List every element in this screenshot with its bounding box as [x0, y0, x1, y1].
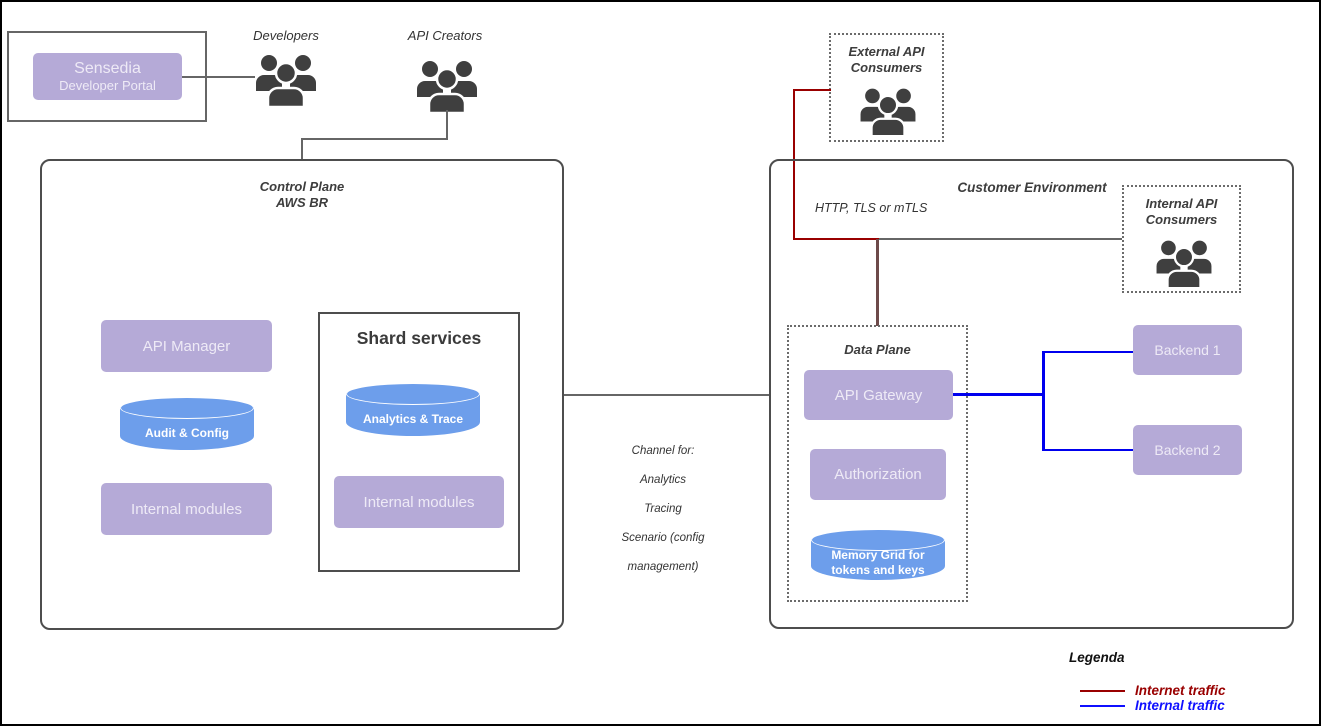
- channel-note-line5: management): [627, 560, 699, 573]
- portal-title: Sensedia: [74, 60, 141, 77]
- internet-line-from-external-consumers: [794, 89, 831, 91]
- internal-modules-box: Internal modules: [101, 483, 272, 535]
- audit-config-label: Audit & Config: [145, 426, 229, 440]
- http-tls-label: HTTP, TLS or mTLS: [815, 201, 928, 215]
- internal-api-consumers-line2: Consumers: [1145, 212, 1218, 227]
- internet-line-vertical: [793, 89, 795, 240]
- analytics-trace-cylinder-top: [346, 383, 480, 405]
- customer-environment-frame: [769, 159, 1294, 629]
- shard-services-title: Shard services: [356, 328, 482, 348]
- audit-config-cylinder-top: [120, 397, 254, 419]
- portal-subtitle: Developer Portal: [59, 78, 156, 93]
- control-plane-frame: [40, 159, 564, 630]
- memory-grid-cylinder: Memory Grid for tokens and keys: [811, 529, 945, 580]
- connector-internal-consumers: [879, 238, 1122, 240]
- channel-note-line2: Analytics: [639, 473, 687, 486]
- api-manager-box: API Manager: [101, 320, 272, 372]
- internal-line-backend1: [1043, 351, 1133, 353]
- external-api-consumers-label: External API Consumers: [831, 44, 942, 76]
- channel-note-line4: Scenario (config: [621, 531, 705, 544]
- connector-portal-developers: [182, 76, 255, 78]
- internal-line-vertical: [1042, 351, 1045, 451]
- internal-api-consumers-label: Internal API Consumers: [1124, 196, 1239, 228]
- data-plane-title: Data Plane: [844, 342, 911, 357]
- developers-label: Developers: [253, 28, 319, 43]
- channel-note-line1: Channel for:: [631, 444, 695, 457]
- legend-internet-label: Internet traffic: [1135, 683, 1226, 698]
- backend1-box: Backend 1: [1133, 325, 1242, 375]
- connector-apicreators-horizontal: [301, 138, 448, 140]
- internal-api-consumers-line1: Internal API: [1145, 196, 1218, 211]
- api-creators-people-icon: [417, 61, 477, 115]
- connector-apicreators-to-controlplane: [301, 138, 303, 160]
- audit-config-cylinder: Audit & Config: [120, 397, 254, 450]
- memory-grid-line1: Memory Grid for: [831, 547, 925, 562]
- control-plane-title-line2: AWS BR: [276, 195, 328, 210]
- legend-internet-swatch: [1080, 690, 1125, 692]
- external-api-consumers-line1: External API: [848, 44, 925, 59]
- api-creators-label: API Creators: [407, 28, 483, 43]
- external-api-consumers-people-icon: [860, 88, 916, 138]
- internet-line-into-dataplane: [876, 239, 879, 326]
- backend2-box: Backend 2: [1133, 425, 1242, 475]
- internet-line-horizontal: [793, 238, 879, 240]
- api-gateway-box: API Gateway: [804, 370, 953, 420]
- analytics-trace-cylinder: Analytics & Trace: [346, 383, 480, 436]
- shard-services-frame: [318, 312, 520, 572]
- memory-grid-cylinder-top: [811, 529, 945, 551]
- sensedia-developer-portal-box: Sensedia Developer Portal: [33, 53, 182, 100]
- control-plane-title-line1: Control Plane: [259, 179, 345, 194]
- channel-note-line3: Tracing: [644, 502, 682, 515]
- legend-internal-label: Internal traffic: [1135, 698, 1225, 713]
- internal-api-consumers-box: Internal API Consumers: [1122, 185, 1241, 293]
- shard-internal-modules-box: Internal modules: [334, 476, 504, 528]
- legend-internal-swatch: [1080, 705, 1125, 707]
- internal-api-consumers-people-icon: [1156, 240, 1212, 290]
- external-api-consumers-line2: Consumers: [850, 60, 923, 75]
- control-plane-title: Control Plane AWS BR: [152, 179, 452, 211]
- connector-apicreators-down: [446, 110, 448, 140]
- connector-controlplane-customerenv: [564, 394, 769, 396]
- authorization-box: Authorization: [810, 449, 946, 500]
- channel-note: Channel for: Analytics Tracing Scenario …: [583, 429, 743, 589]
- memory-grid-label: Memory Grid for tokens and keys: [811, 547, 945, 578]
- internal-line-backend2: [1043, 449, 1133, 451]
- internal-line-gateway: [953, 393, 1044, 396]
- data-plane-box: [787, 325, 968, 602]
- developers-people-icon: [256, 55, 316, 109]
- customer-environment-title: Customer Environment: [957, 180, 1107, 195]
- legend-title: Legenda: [1069, 650, 1125, 665]
- analytics-trace-label: Analytics & Trace: [362, 412, 464, 426]
- external-api-consumers-box: External API Consumers: [829, 33, 944, 142]
- memory-grid-line2: tokens and keys: [831, 562, 925, 577]
